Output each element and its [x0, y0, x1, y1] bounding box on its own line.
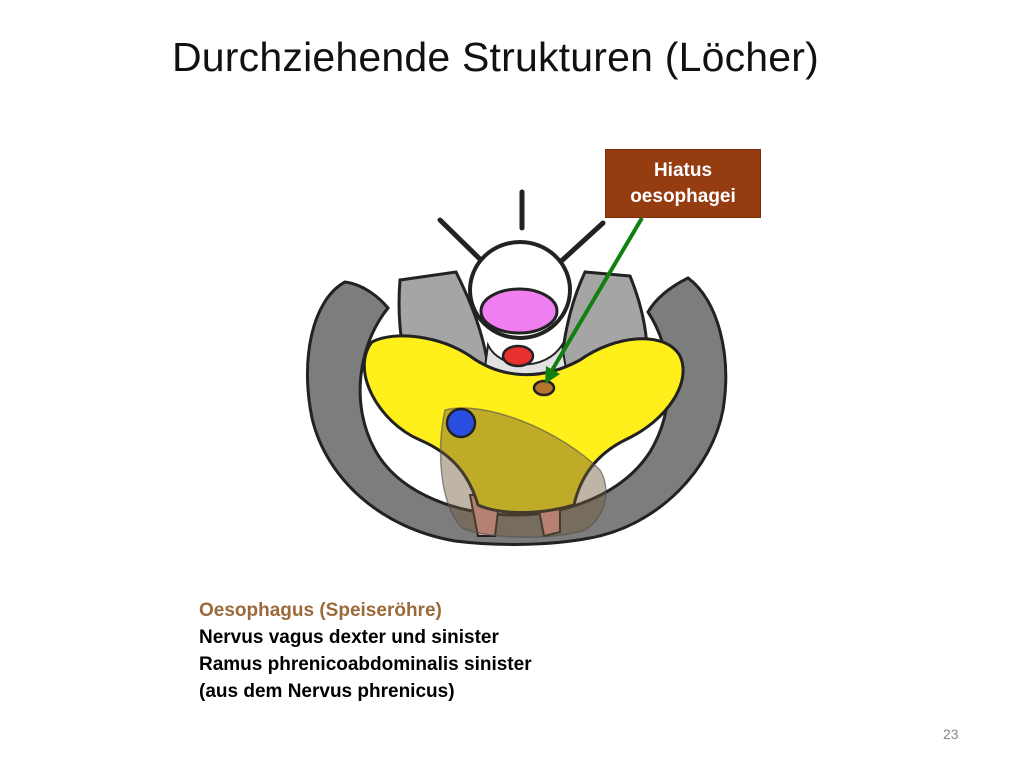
vertebra-process-right — [554, 220, 606, 268]
vena-cava — [445, 407, 477, 439]
legend-item-nervus-vagus: Nervus vagus dexter und sinister — [199, 627, 499, 648]
vertebra-process-left — [437, 217, 489, 268]
centrum-tendineum — [362, 334, 685, 514]
callout-line-2: oesophagei — [630, 186, 736, 207]
slide-title: Durchziehende Strukturen (Löcher) — [172, 34, 819, 80]
page-number: 23 — [943, 726, 959, 742]
legend-item-nervus-phrenicus: (aus dem Nervus phrenicus) — [199, 681, 455, 702]
legend: Oesophagus (Speiseröhre) Nervus vagus de… — [199, 597, 532, 705]
callout-line-1: Hiatus — [653, 160, 713, 181]
callout-arrow — [549, 216, 644, 374]
shaded-overlay — [439, 407, 607, 538]
legend-item-ramus-phrenicoabdominalis: Ramus phrenicoabdominalis sinister — [199, 654, 532, 675]
callout-hiatus-oesophagei: Hiatus oesophagei — [605, 149, 761, 218]
aorta — [501, 344, 535, 368]
outer-muscle-ring — [305, 276, 728, 546]
vertebral-body — [479, 287, 559, 335]
legend-item-oesophagus: Oesophagus (Speiseröhre) — [199, 600, 442, 621]
callout-arrowhead — [545, 366, 560, 384]
oesophagus — [532, 379, 556, 397]
